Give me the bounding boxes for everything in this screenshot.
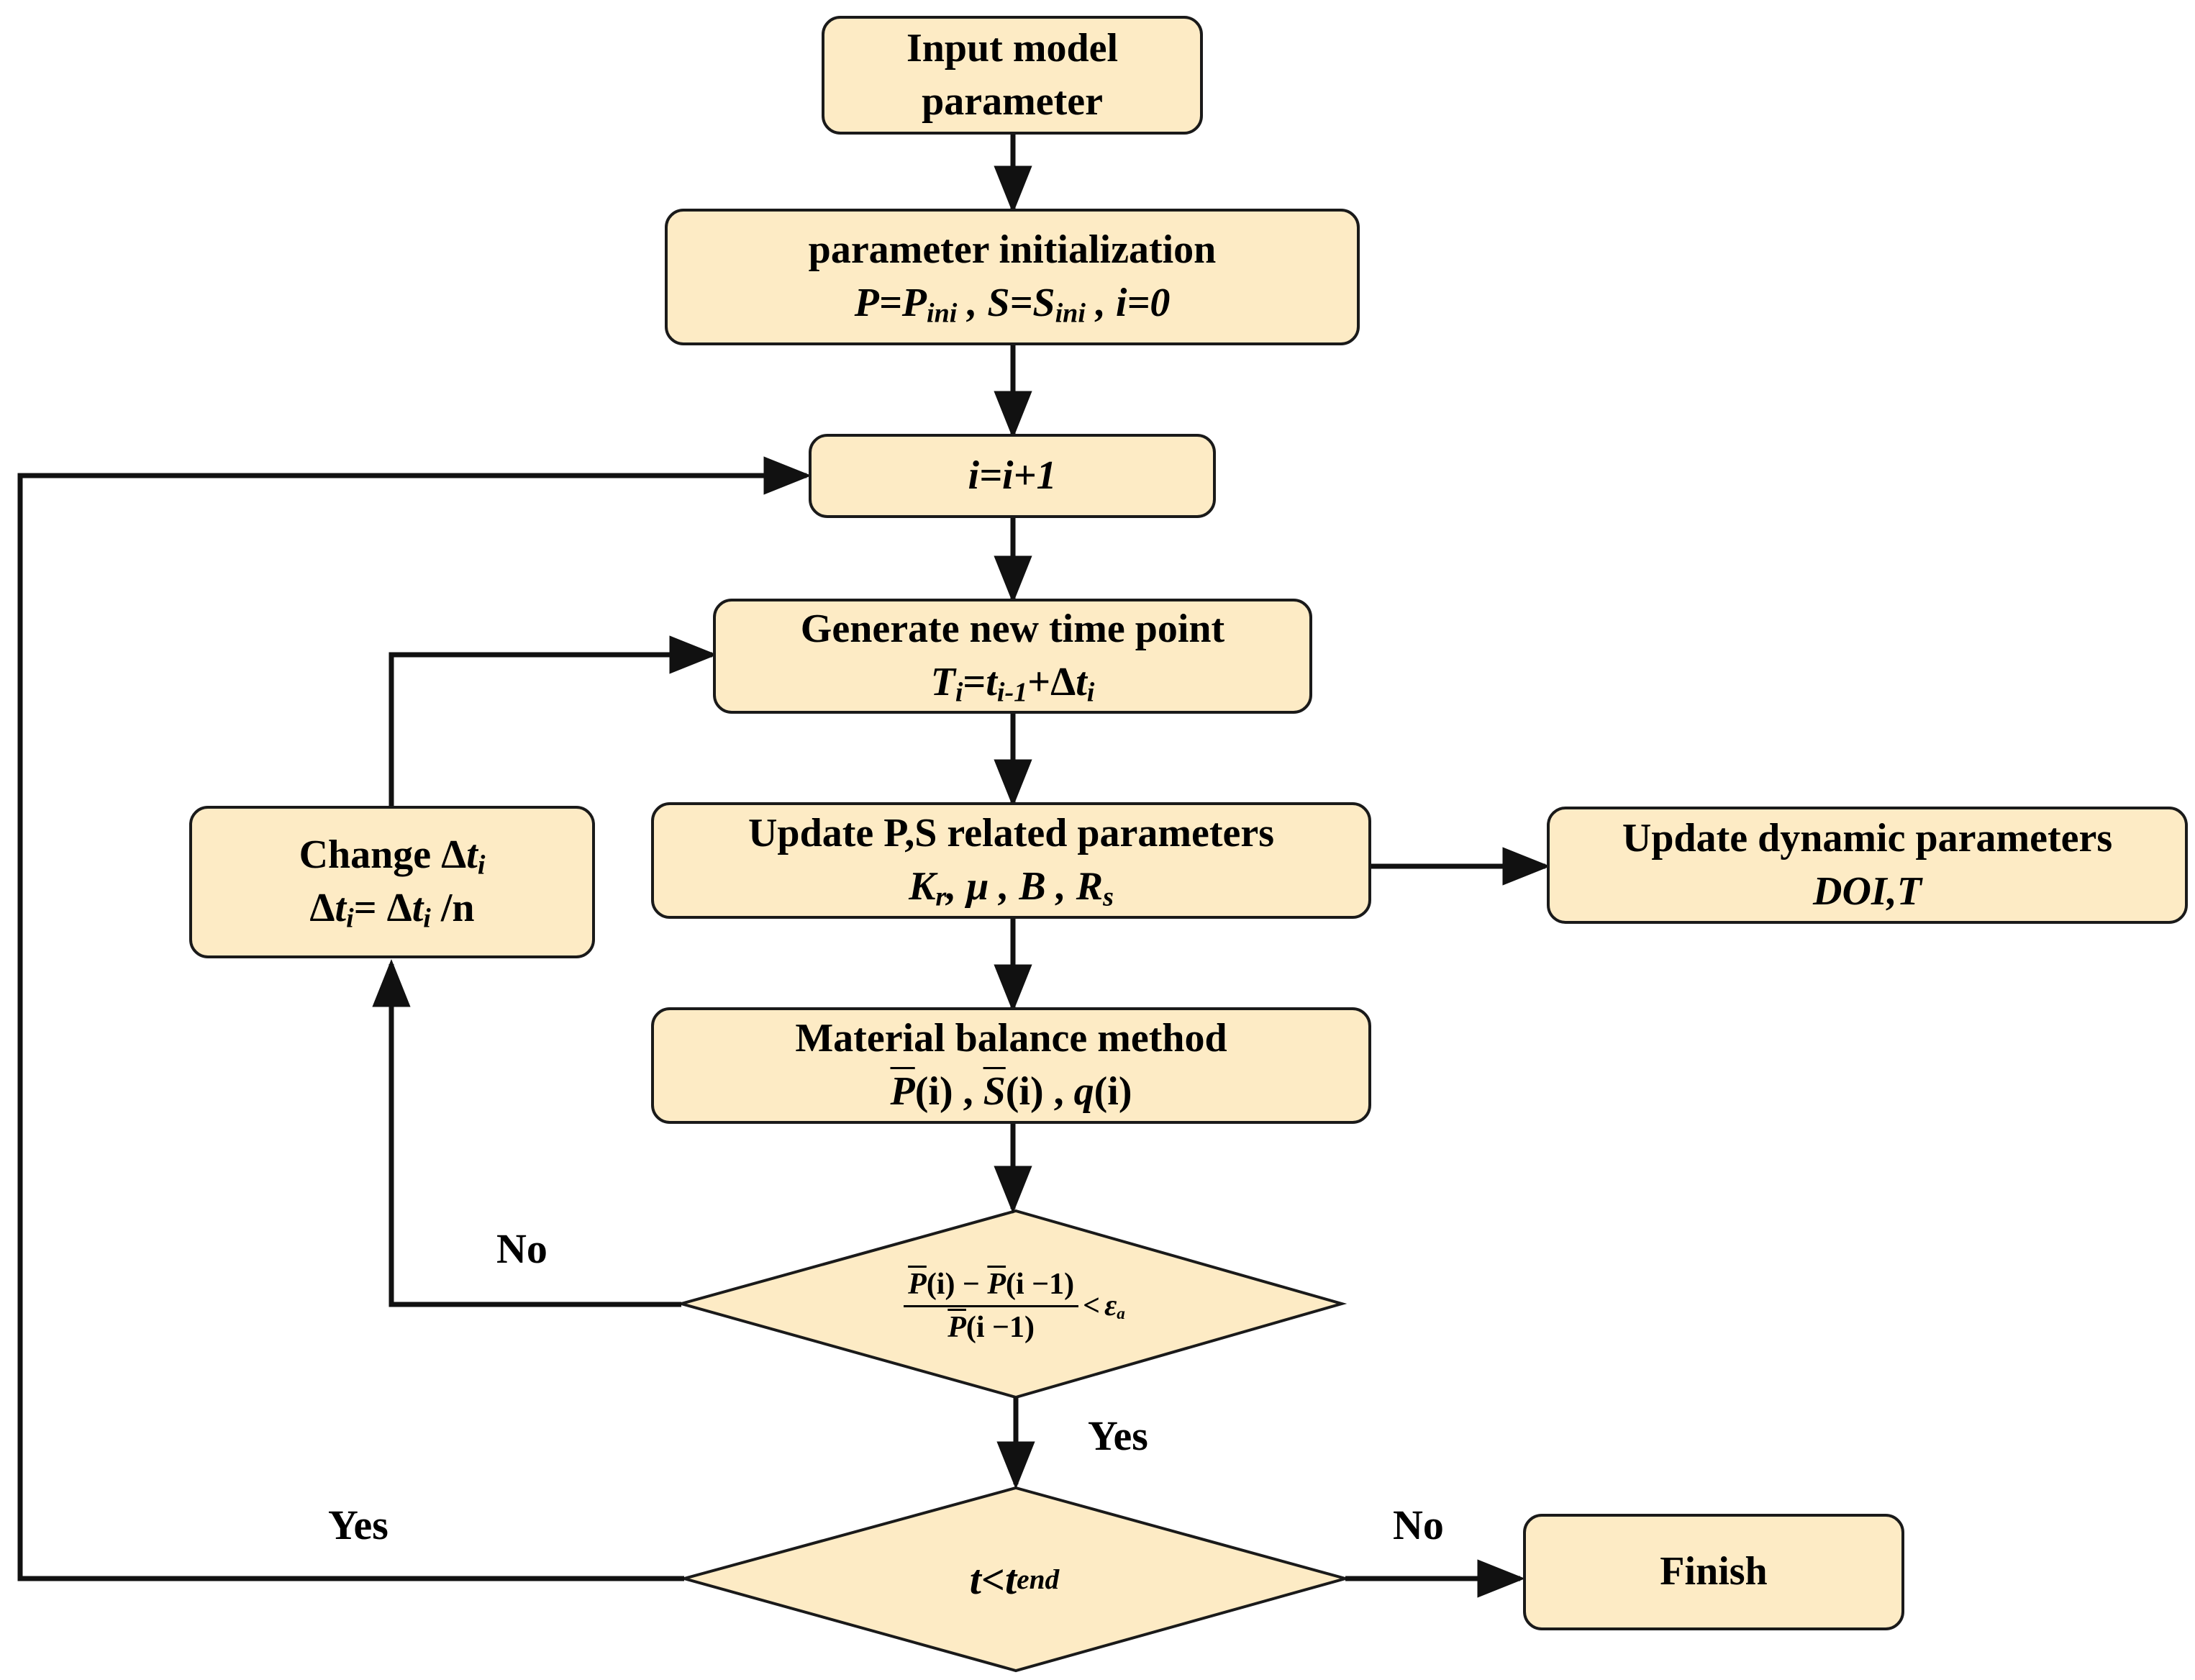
edge-change-to-time (388, 635, 717, 806)
time-expression: Ti=ti-1+Δti (930, 660, 1095, 708)
change-expression: Δti= Δti /n (309, 886, 475, 934)
update-ps-parameters-box: Update P,S related parameters Kr, μ , B … (651, 802, 1371, 919)
timecheck-no-label: No (1393, 1502, 1444, 1548)
update-ps-expression: Kr, μ , B , Rs (909, 864, 1114, 912)
update-dynamic-parameters-box: Update dynamic parameters DOI,T (1547, 807, 2188, 924)
time-title: Generate new time point (800, 607, 1225, 652)
input-line1: Input model (906, 25, 1119, 71)
converge-less-than: < (1083, 1289, 1101, 1322)
update-dyn-title: Update dynamic parameters (1622, 815, 2113, 861)
timecheck-yes-label: Yes (328, 1502, 388, 1548)
converge-denominator: P(i −1) (947, 1310, 1035, 1344)
change-title: Change Δti (299, 832, 486, 881)
change-timestep-box: Change Δti Δti= Δti /n (189, 806, 595, 958)
increment-box: i=i+1 (809, 434, 1216, 518)
finish-box: Finish (1523, 1514, 1904, 1630)
material-balance-box: Material balance method P(i) , S(i) , q(… (651, 1007, 1371, 1124)
init-title: parameter initialization (808, 227, 1217, 273)
edge-timecheck-yes-to-increment (17, 456, 812, 1581)
converge-yes-label: Yes (1088, 1412, 1148, 1459)
input-model-parameter-box: Input model parameter (822, 16, 1203, 135)
increment-text: i=i+1 (968, 453, 1057, 498)
material-expression: P(i) , S(i) , q(i) (890, 1069, 1132, 1114)
converge-fraction: P(i) − P(i −1) P(i −1) (904, 1267, 1079, 1345)
converge-no-label: No (496, 1225, 547, 1272)
init-expression: P=Pini , S=Sini , i=0 (854, 281, 1171, 329)
finish-text: Finish (1660, 1549, 1768, 1594)
parameter-initialization-box: parameter initialization P=Pini , S=Sini… (665, 209, 1360, 345)
material-title: Material balance method (795, 1016, 1227, 1061)
edge-converge-no-to-change (372, 959, 681, 1307)
converge-numerator: P(i) − P(i −1) (904, 1267, 1079, 1307)
update-dyn-expression: DOI,T (1813, 868, 1922, 914)
converge-epsilon: εa (1104, 1289, 1125, 1323)
converge-condition: P(i) − P(i −1) P(i −1) < εa (827, 1248, 1201, 1363)
input-line2: parameter (922, 78, 1103, 124)
time-check-diamond (678, 1486, 1351, 1673)
update-ps-title: Update P,S related parameters (747, 811, 1274, 856)
generate-time-point-box: Generate new time point Ti=ti-1+Δti (713, 599, 1312, 714)
